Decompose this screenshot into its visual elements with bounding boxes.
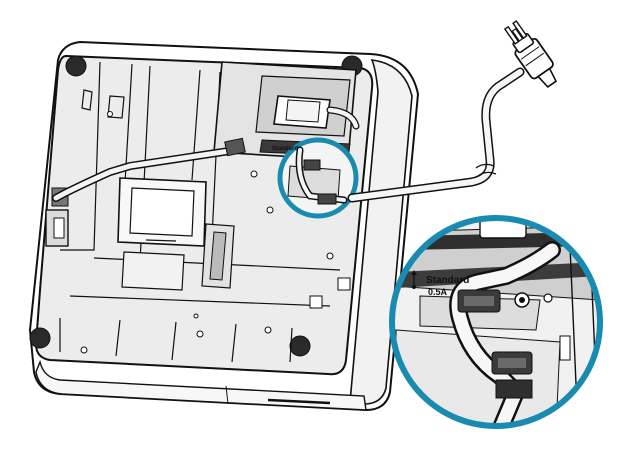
- front-slot: [267, 398, 331, 405]
- rubber-foot: [289, 335, 311, 357]
- mount-bracket: [117, 177, 235, 291]
- rubber-foot: [65, 55, 87, 77]
- housing-seam: [225, 385, 229, 405]
- detail-label-standard: Standard: [426, 275, 469, 286]
- power-compartment: [213, 61, 360, 161]
- external-power-cord: [347, 67, 525, 203]
- power-plug-icon: [503, 20, 558, 88]
- screw-holes: [80, 111, 334, 354]
- housing-front-lip: [35, 359, 367, 411]
- internal-cable: [52, 137, 246, 202]
- cable-connector: [224, 137, 246, 157]
- detail-label-current: 0.5A: [428, 287, 448, 297]
- cable-clip-icon: [457, 289, 501, 313]
- callout-detail: Standard 0.5A: [389, 215, 603, 429]
- warning-labels: [309, 277, 351, 309]
- callout-small-label: Standard: [272, 146, 298, 152]
- rubber-foot: [29, 327, 51, 349]
- device-housing: [28, 40, 420, 412]
- housing-right-wall: [349, 59, 413, 405]
- cord-break-mark: [475, 163, 497, 177]
- usb-symbol-icon: [411, 270, 417, 289]
- callout-small: Standard: [272, 137, 359, 219]
- cable-clip-icon: [491, 351, 533, 375]
